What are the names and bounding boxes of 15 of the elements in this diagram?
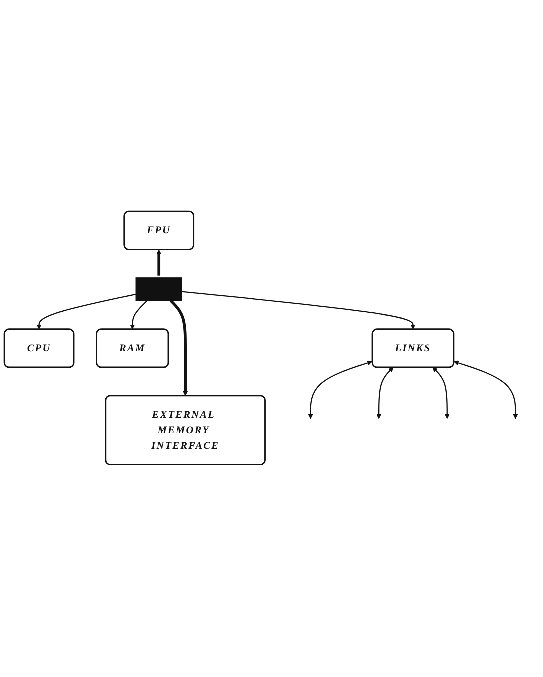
- block-box: RAM: [96, 328, 170, 369]
- arrow: [376, 368, 394, 420]
- arrow: [130, 300, 148, 330]
- arrow: [308, 361, 373, 420]
- block-box: CPU: [4, 328, 75, 369]
- arrow: [36, 294, 136, 330]
- arrow: [170, 300, 188, 396]
- block-box: EXTERNAL MEMORY INTERFACE: [105, 396, 266, 466]
- arrow: [454, 361, 518, 420]
- arrow: [182, 292, 416, 330]
- arrow: [432, 368, 450, 420]
- block-box: LINKS: [372, 328, 455, 369]
- bus-bar: [136, 278, 182, 302]
- block-box: FPU: [124, 211, 195, 251]
- arrow: [156, 250, 162, 276]
